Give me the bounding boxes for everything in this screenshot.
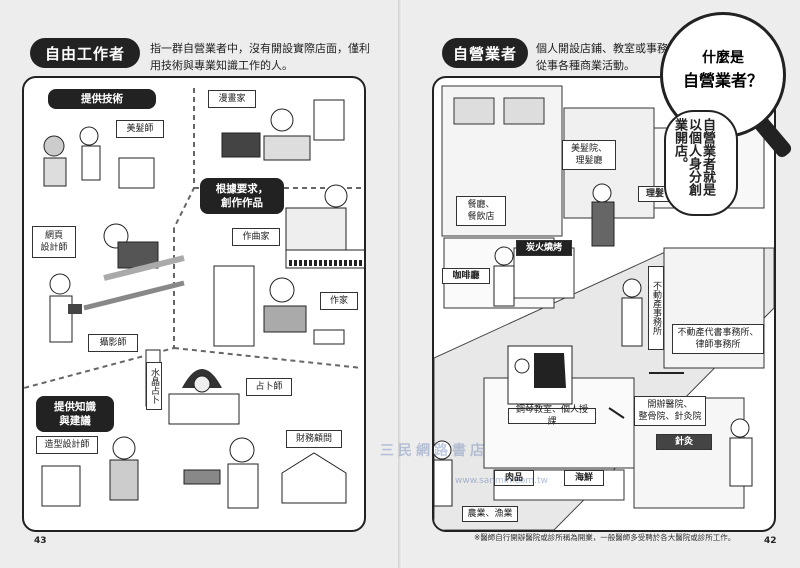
book-gutter [398, 0, 402, 568]
label-fortune-teller: 占卜師 [246, 378, 292, 396]
tag-create-line1: 根據要求， [215, 183, 269, 195]
self-employed-panel: 咖啡廳 理髮 炭火燒烤 不動產事務所 針灸 肉品 海鮮 美髮院、 理髮廳 餐廳、… [432, 76, 776, 532]
label-salon-line1: 美髮院、 [570, 144, 607, 154]
freelancer-title: 自由工作者 [30, 38, 140, 68]
magnifier-question-line1: 什麼是 [702, 50, 744, 66]
label-web-line2: 設計師 [40, 243, 68, 253]
label-piano-class: 鋼琴教室、個人授課 [508, 405, 596, 427]
label-photographer: 攝影師 [88, 334, 138, 352]
label-hair-salon: 美髮院、 理髮廳 [562, 140, 616, 170]
sign-seafood: 海鮮 [564, 470, 604, 486]
right-page: 自營業者 個人開設店鋪、教室或事務所， 從事各種商業活動。 [402, 0, 800, 568]
label-law-office: 不動產代書事務所、 律師事務所 [672, 324, 764, 354]
footnote: ※醫師自行開辦醫院或診所稱為開業，一般醫師多受聘於各大醫院或診所工作。 [474, 533, 736, 542]
tag-knowledge-line2: 與建議 [59, 415, 91, 427]
label-financial-consultant: 財務顧問 [286, 430, 342, 448]
sign-barber: 理髮 [638, 186, 672, 202]
label-restaurant-line2: 餐飲店 [467, 212, 495, 222]
self-employed-description-line1: 個人開設店鋪、教室或事務所， [536, 42, 690, 55]
label-manga-artist: 漫畫家 [208, 90, 256, 108]
label-composer: 作曲家 [232, 228, 280, 246]
label-hairdresser: 美髮師 [116, 120, 164, 138]
sign-acupuncture: 針灸 [656, 434, 712, 450]
tag-provide-skill: 提供技術 [48, 89, 156, 109]
sign-izakaya: 炭火燒烤 [516, 240, 572, 256]
tag-create-line2: 創作作品 [221, 197, 263, 209]
label-clinic-line1: 開辦醫院、 [647, 400, 693, 410]
sign-meat: 肉品 [494, 470, 534, 486]
sign-cafe: 咖啡廳 [442, 268, 490, 284]
sign-real-estate: 不動產事務所 [648, 266, 664, 350]
tag-create-on-request: 根據要求， 創作作品 [200, 178, 284, 214]
tag-provide-knowledge: 提供知識 與建議 [36, 396, 114, 432]
label-stylist: 造型設計師 [36, 436, 98, 454]
speech-bubble: 自營業者就是以個人身分創業開店。 [664, 110, 738, 216]
label-salon-line2: 理髮廳 [575, 156, 603, 166]
label-restaurant: 餐廳、 餐飲店 [456, 196, 506, 226]
label-web-line1: 網頁 [44, 231, 63, 241]
left-page: 自由工作者 指一群自營業者中，沒有開設實際店面，僅利 用技術與專業知識工作的人。 [0, 0, 398, 568]
label-law-line1: 不動產代書事務所、 [677, 328, 759, 338]
speech-bubble-text: 自營業者就是以個人身分創業開店。 [672, 118, 715, 196]
self-employed-description-line2: 從事各種商業活動。 [536, 59, 635, 72]
watermark-url: www.sanmin.com.tw [455, 476, 548, 486]
tag-knowledge-line1: 提供知識 [54, 401, 96, 413]
freelancer-panel: 提供技術 根據要求， 創作作品 提供知識 與建議 美髮師 漫畫家 網頁 設計師 … [22, 76, 366, 532]
magnifier-question-line2: 自營業者？ [682, 71, 763, 90]
self-employed-title: 自營業者 [442, 38, 528, 68]
label-web-designer: 網頁 設計師 [32, 226, 76, 258]
right-page-number: 42 [764, 536, 777, 546]
left-page-number: 43 [34, 536, 47, 546]
label-clinic-line2: 整骨院、針灸院 [638, 412, 702, 422]
crystal-sign: 水晶占卜 [146, 362, 162, 410]
label-writer: 作家 [320, 292, 358, 310]
label-clinic: 開辦醫院、 整骨院、針灸院 [634, 396, 706, 426]
label-restaurant-line1: 餐廳、 [467, 200, 495, 210]
freelancer-illustration [24, 88, 364, 509]
freelancer-description-line2: 用技術與專業知識工作的人。 [150, 59, 293, 72]
freelancer-description-line1: 指一群自營業者中，沒有開設實際店面，僅利 [150, 42, 370, 55]
label-law-line2: 律師事務所 [695, 340, 741, 350]
label-agriculture-fishery: 農業、漁業 [462, 506, 518, 522]
watermark: 三民網路書店 [380, 443, 488, 459]
